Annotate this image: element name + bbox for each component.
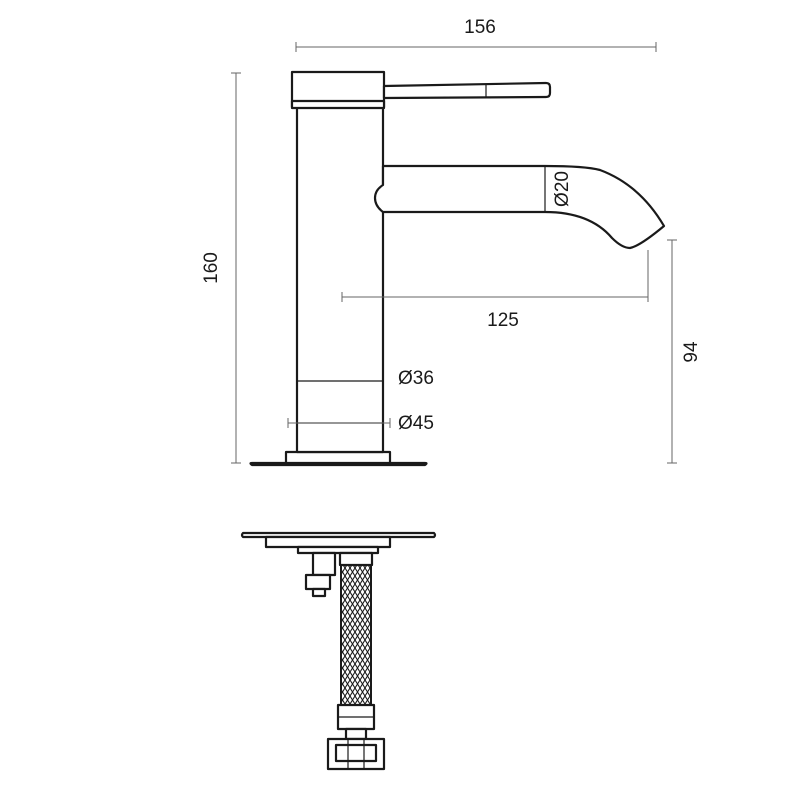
- stud-end: [311, 587, 327, 598]
- dim-label-spout-diameter: Ø20: [552, 171, 573, 207]
- hose-collar: [338, 551, 374, 567]
- handle-ring: [290, 99, 386, 110]
- installation-detail: [240, 531, 437, 771]
- lever-handle: [382, 81, 552, 100]
- hose-neck: [344, 727, 368, 741]
- stud-tip: [304, 573, 332, 591]
- dim-label-overall-width: 156: [464, 17, 496, 38]
- dim-label-spout-reach: 125: [487, 310, 519, 331]
- faucet-elevation: [249, 70, 666, 467]
- threaded-stud: [311, 551, 337, 577]
- dim-label-overall-height: 160: [201, 252, 222, 284]
- base-flange: [284, 450, 392, 465]
- dimension-annotations: 156 160 Ø20 125 94 Ø36 Ø45: [201, 17, 702, 464]
- dim-label-base-diameter: Ø45: [398, 413, 434, 434]
- braided-hose: [340, 564, 372, 706]
- spout: [373, 164, 666, 250]
- mounting-washer: [264, 535, 392, 549]
- hex-nut-inner: [334, 743, 378, 763]
- dim-label-body-diameter: Ø36: [398, 368, 434, 389]
- mounting-nut: [296, 545, 380, 555]
- faucet-body: [295, 105, 385, 454]
- dim-label-spout-height: 94: [681, 341, 702, 363]
